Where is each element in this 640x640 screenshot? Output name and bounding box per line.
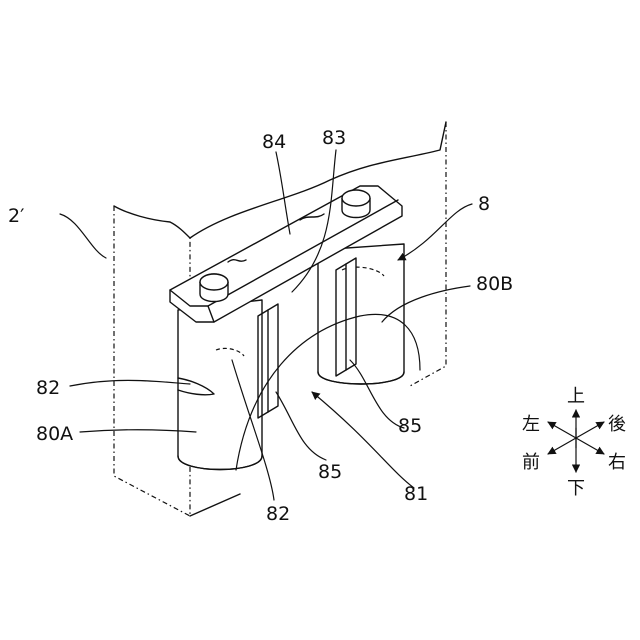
label-8: 8 bbox=[478, 193, 490, 215]
label-83: 83 bbox=[322, 127, 346, 149]
label-82-left: 82 bbox=[36, 377, 60, 399]
label-80A: 80A bbox=[36, 423, 73, 445]
label-84: 84 bbox=[262, 131, 286, 153]
label-85-right: 85 bbox=[398, 415, 422, 437]
direction-right: 右 bbox=[608, 452, 626, 473]
direction-front: 前 bbox=[522, 452, 540, 473]
bolt-right bbox=[342, 190, 370, 218]
label-80B: 80B bbox=[476, 273, 513, 295]
direction-compass bbox=[548, 410, 604, 472]
cylinder-80B bbox=[318, 244, 404, 384]
direction-up: 上 bbox=[567, 386, 585, 407]
label-2prime: 2′ bbox=[8, 205, 24, 227]
direction-back: 後 bbox=[608, 414, 626, 435]
label-85-bottom: 85 bbox=[318, 461, 342, 483]
label-81: 81 bbox=[404, 483, 428, 505]
cylinder-80A bbox=[178, 300, 262, 470]
bolt-left bbox=[200, 274, 228, 302]
direction-down: 下 bbox=[567, 478, 585, 499]
label-82-bottom: 82 bbox=[266, 503, 290, 525]
direction-left: 左 bbox=[522, 414, 540, 435]
leader-lines bbox=[60, 150, 472, 500]
